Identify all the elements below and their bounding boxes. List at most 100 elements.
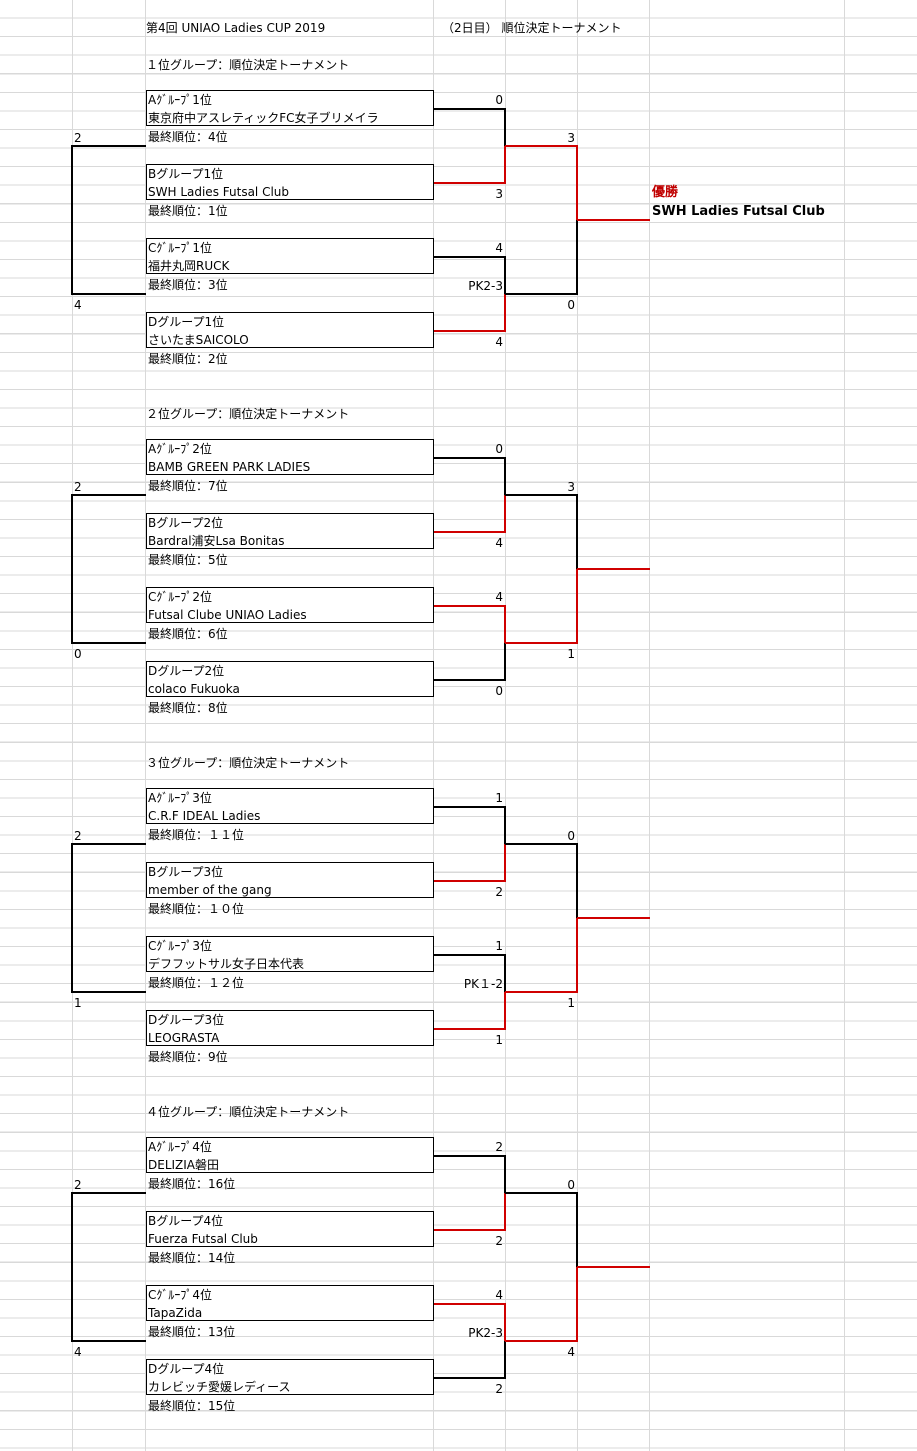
final-rank: 最終順位：9位 bbox=[148, 1050, 228, 1064]
semi2-top-line bbox=[434, 605, 506, 643]
final-top-line bbox=[505, 494, 578, 569]
score-third-bottom: 0 bbox=[74, 647, 82, 661]
final-rank: 最終順位：3位 bbox=[148, 278, 228, 292]
team-seed: Aｸﾞﾙｰﾌﾟ2位 bbox=[148, 442, 212, 456]
score-third-top: 2 bbox=[74, 480, 82, 494]
team-name: 福井丸岡RUCK bbox=[148, 259, 230, 273]
page-subtitle: （2日目） 順位決定トーナメント bbox=[442, 21, 622, 35]
final-top-line bbox=[505, 843, 578, 918]
score-semi1-top: 1 bbox=[495, 791, 503, 805]
score-semi1-bottom: 2 bbox=[495, 1234, 503, 1248]
team-box bbox=[146, 439, 434, 475]
semi1-top-line bbox=[434, 1155, 506, 1193]
pk-score: PK2-3 bbox=[468, 1326, 503, 1340]
team-name: デフフットサル女子日本代表 bbox=[148, 957, 305, 971]
team-seed: Aｸﾞﾙｰﾌﾟ3位 bbox=[148, 791, 212, 805]
final-rank: 最終順位：15位 bbox=[148, 1399, 236, 1413]
final-bottom-line bbox=[505, 220, 578, 295]
semi2-bottom-line bbox=[434, 992, 506, 1030]
score-semi2-bottom: 0 bbox=[495, 684, 503, 698]
final-rank: 最終順位：2位 bbox=[148, 352, 228, 366]
team-name: C.R.F IDEAL Ladies bbox=[148, 809, 261, 823]
third-place-line bbox=[71, 145, 146, 295]
score-final-bottom: 1 bbox=[567, 647, 575, 661]
score-third-bottom: 1 bbox=[74, 996, 82, 1010]
team-seed: Cｸﾞﾙｰﾌﾟ4位 bbox=[148, 1288, 213, 1302]
semi2-bottom-line bbox=[434, 643, 506, 681]
team-name: Fuerza Futsal Club bbox=[148, 1232, 258, 1246]
final-bottom-line bbox=[505, 569, 578, 644]
team-name: Bardral浦安Lsa Bonitas bbox=[148, 534, 285, 548]
score-semi1-top: 0 bbox=[495, 93, 503, 107]
team-seed: Cｸﾞﾙｰﾌﾟ1位 bbox=[148, 241, 213, 255]
final-rank: 最終順位：1位 bbox=[148, 204, 228, 218]
team-seed: Dグループ2位 bbox=[148, 664, 225, 678]
score-semi2-bottom: 1 bbox=[495, 1033, 503, 1047]
final-rank: 最終順位：14位 bbox=[148, 1251, 236, 1265]
team-seed: Cｸﾞﾙｰﾌﾟ2位 bbox=[148, 590, 213, 604]
score-final-top: 0 bbox=[567, 829, 575, 843]
score-final-bottom: 1 bbox=[567, 996, 575, 1010]
champion-team: SWH Ladies Futsal Club bbox=[652, 204, 825, 219]
third-place-line bbox=[71, 494, 146, 644]
score-semi2-top: 1 bbox=[495, 939, 503, 953]
final-rank: 最終順位：１１位 bbox=[148, 828, 245, 842]
third-place-line bbox=[71, 843, 146, 993]
semi2-top-line bbox=[434, 954, 506, 992]
score-semi2-top: 4 bbox=[495, 241, 503, 255]
score-semi1-top: 0 bbox=[495, 442, 503, 456]
group-heading: ３位グループ：順位決定トーナメント bbox=[146, 756, 350, 770]
team-seed: Bグループ2位 bbox=[148, 516, 224, 530]
team-name: カレビッチ愛媛レディース bbox=[148, 1380, 291, 1394]
score-third-top: 2 bbox=[74, 829, 82, 843]
final-rank: 最終順位：13位 bbox=[148, 1325, 236, 1339]
final-bottom-line bbox=[505, 918, 578, 993]
team-seed: Cｸﾞﾙｰﾌﾟ3位 bbox=[148, 939, 213, 953]
score-semi2-bottom: 4 bbox=[495, 335, 503, 349]
score-final-bottom: 0 bbox=[567, 298, 575, 312]
semi2-top-line bbox=[434, 256, 506, 294]
team-name: BAMB GREEN PARK LADIES bbox=[148, 460, 311, 474]
final-rank: 最終順位：１２位 bbox=[148, 976, 245, 990]
grid-column-line bbox=[145, 0, 146, 1451]
team-name: colaco Fukuoka bbox=[148, 682, 240, 696]
team-box bbox=[146, 862, 434, 898]
page-title: 第4回 UNIAO Ladies CUP 2019 bbox=[146, 21, 326, 35]
team-box bbox=[146, 312, 434, 348]
team-seed: Bグループ3位 bbox=[148, 865, 224, 879]
score-semi1-bottom: 3 bbox=[495, 187, 503, 201]
final-bottom-line bbox=[505, 1267, 578, 1342]
team-box bbox=[146, 1359, 434, 1395]
final-rank: 最終順位：7位 bbox=[148, 479, 228, 493]
group-heading: ４位グループ：順位決定トーナメント bbox=[146, 1105, 350, 1119]
grid-column-line bbox=[505, 0, 506, 1451]
score-final-top: 3 bbox=[567, 480, 575, 494]
final-rank: 最終順位：6位 bbox=[148, 627, 228, 641]
team-box bbox=[146, 587, 434, 623]
score-third-top: 2 bbox=[74, 1178, 82, 1192]
team-box bbox=[146, 1285, 434, 1321]
champion-label: 優勝 bbox=[652, 185, 679, 200]
final-top-line bbox=[505, 1192, 578, 1267]
score-semi2-top: 4 bbox=[495, 1288, 503, 1302]
score-third-top: 2 bbox=[74, 131, 82, 145]
semi1-top-line bbox=[434, 457, 506, 495]
final-rank: 最終順位：8位 bbox=[148, 701, 228, 715]
team-box bbox=[146, 788, 434, 824]
semi2-top-line bbox=[434, 1303, 506, 1341]
team-box bbox=[146, 90, 434, 126]
grid-column-line bbox=[649, 0, 650, 1451]
team-box bbox=[146, 513, 434, 549]
team-box bbox=[146, 661, 434, 697]
semi1-top-line bbox=[434, 108, 506, 146]
team-name: member of the gang bbox=[148, 883, 272, 897]
score-semi2-bottom: 2 bbox=[495, 1382, 503, 1396]
group-heading: １位グループ：順位決定トーナメント bbox=[146, 58, 350, 72]
score-final-top: 0 bbox=[567, 1178, 575, 1192]
team-seed: Aｸﾞﾙｰﾌﾟ4位 bbox=[148, 1140, 212, 1154]
final-rank: 最終順位：16位 bbox=[148, 1177, 236, 1191]
team-box bbox=[146, 238, 434, 274]
semi1-bottom-line bbox=[434, 844, 506, 882]
